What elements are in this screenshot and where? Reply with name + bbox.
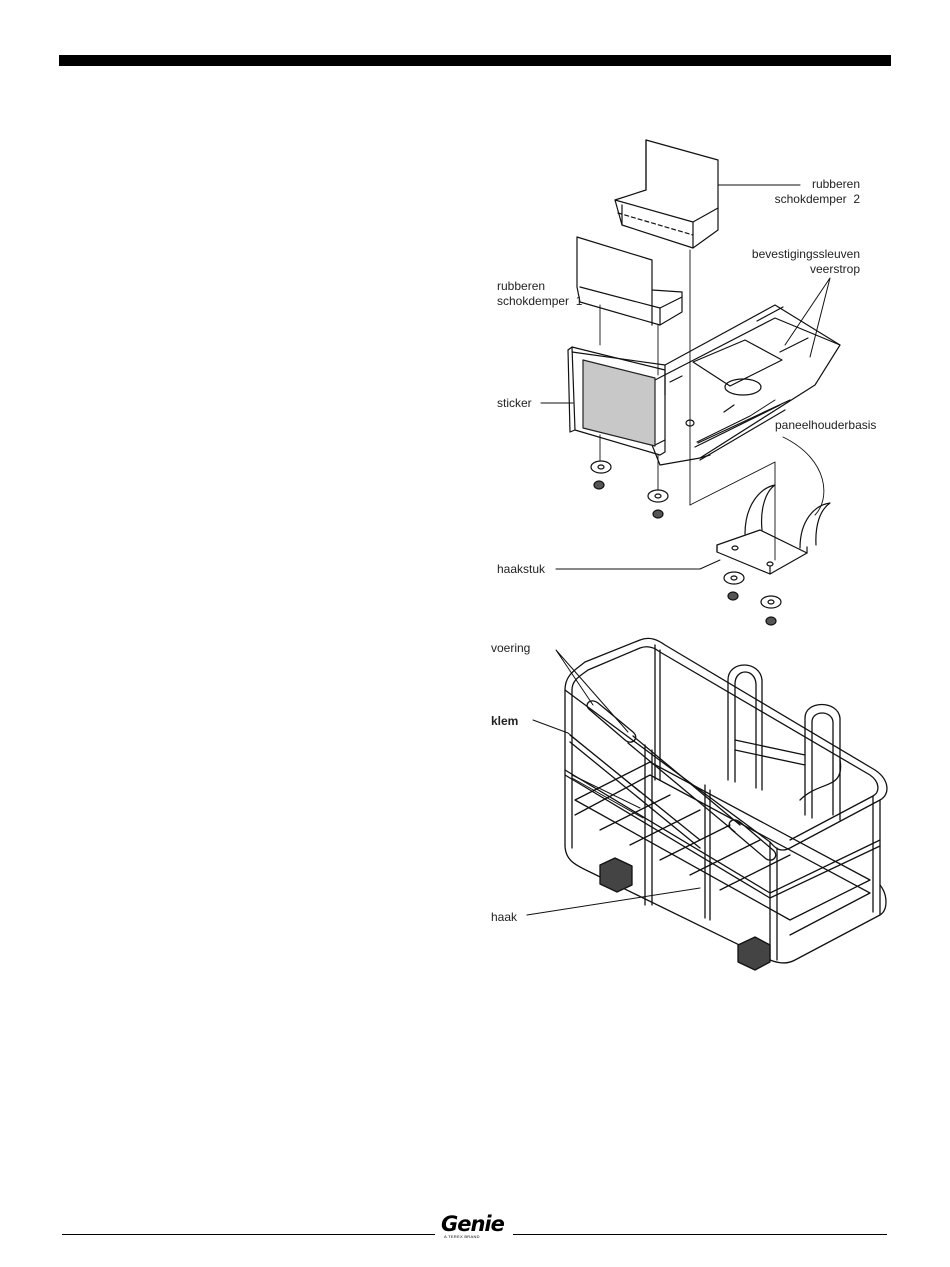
- label-hook: haak: [491, 910, 517, 925]
- label-shock-absorber-1: rubberen schokdemper 1: [497, 279, 582, 309]
- logo-subtitle: A TEREX BRAND: [444, 1234, 480, 1239]
- footer-rule-right: [513, 1234, 887, 1235]
- washers-and-nuts-upper: [591, 461, 668, 518]
- label-sticker: sticker: [497, 396, 532, 411]
- label-shock-absorber-2: rubberen schokdemper 2: [740, 177, 860, 207]
- footer-rule-left: [62, 1234, 435, 1235]
- shock-absorber-1-part: [577, 237, 682, 325]
- label-hook-piece: haakstuk: [497, 562, 545, 577]
- logo-wordmark: Genie: [441, 1213, 504, 1235]
- label-lining: voering: [491, 641, 530, 656]
- hook-piece-part: [717, 485, 830, 574]
- basket-frame: [565, 638, 887, 970]
- label-mount-slots: bevestigingssleuven veerstrop: [715, 247, 860, 277]
- label-panel-holder-base: paneelhouderbasis: [775, 418, 876, 433]
- label-clamp: klem: [491, 714, 518, 729]
- washers-and-nuts-lower: [724, 572, 781, 625]
- shock-absorber-2-part: [615, 140, 718, 248]
- genie-logo: Genie A TEREX BRAND: [441, 1213, 511, 1243]
